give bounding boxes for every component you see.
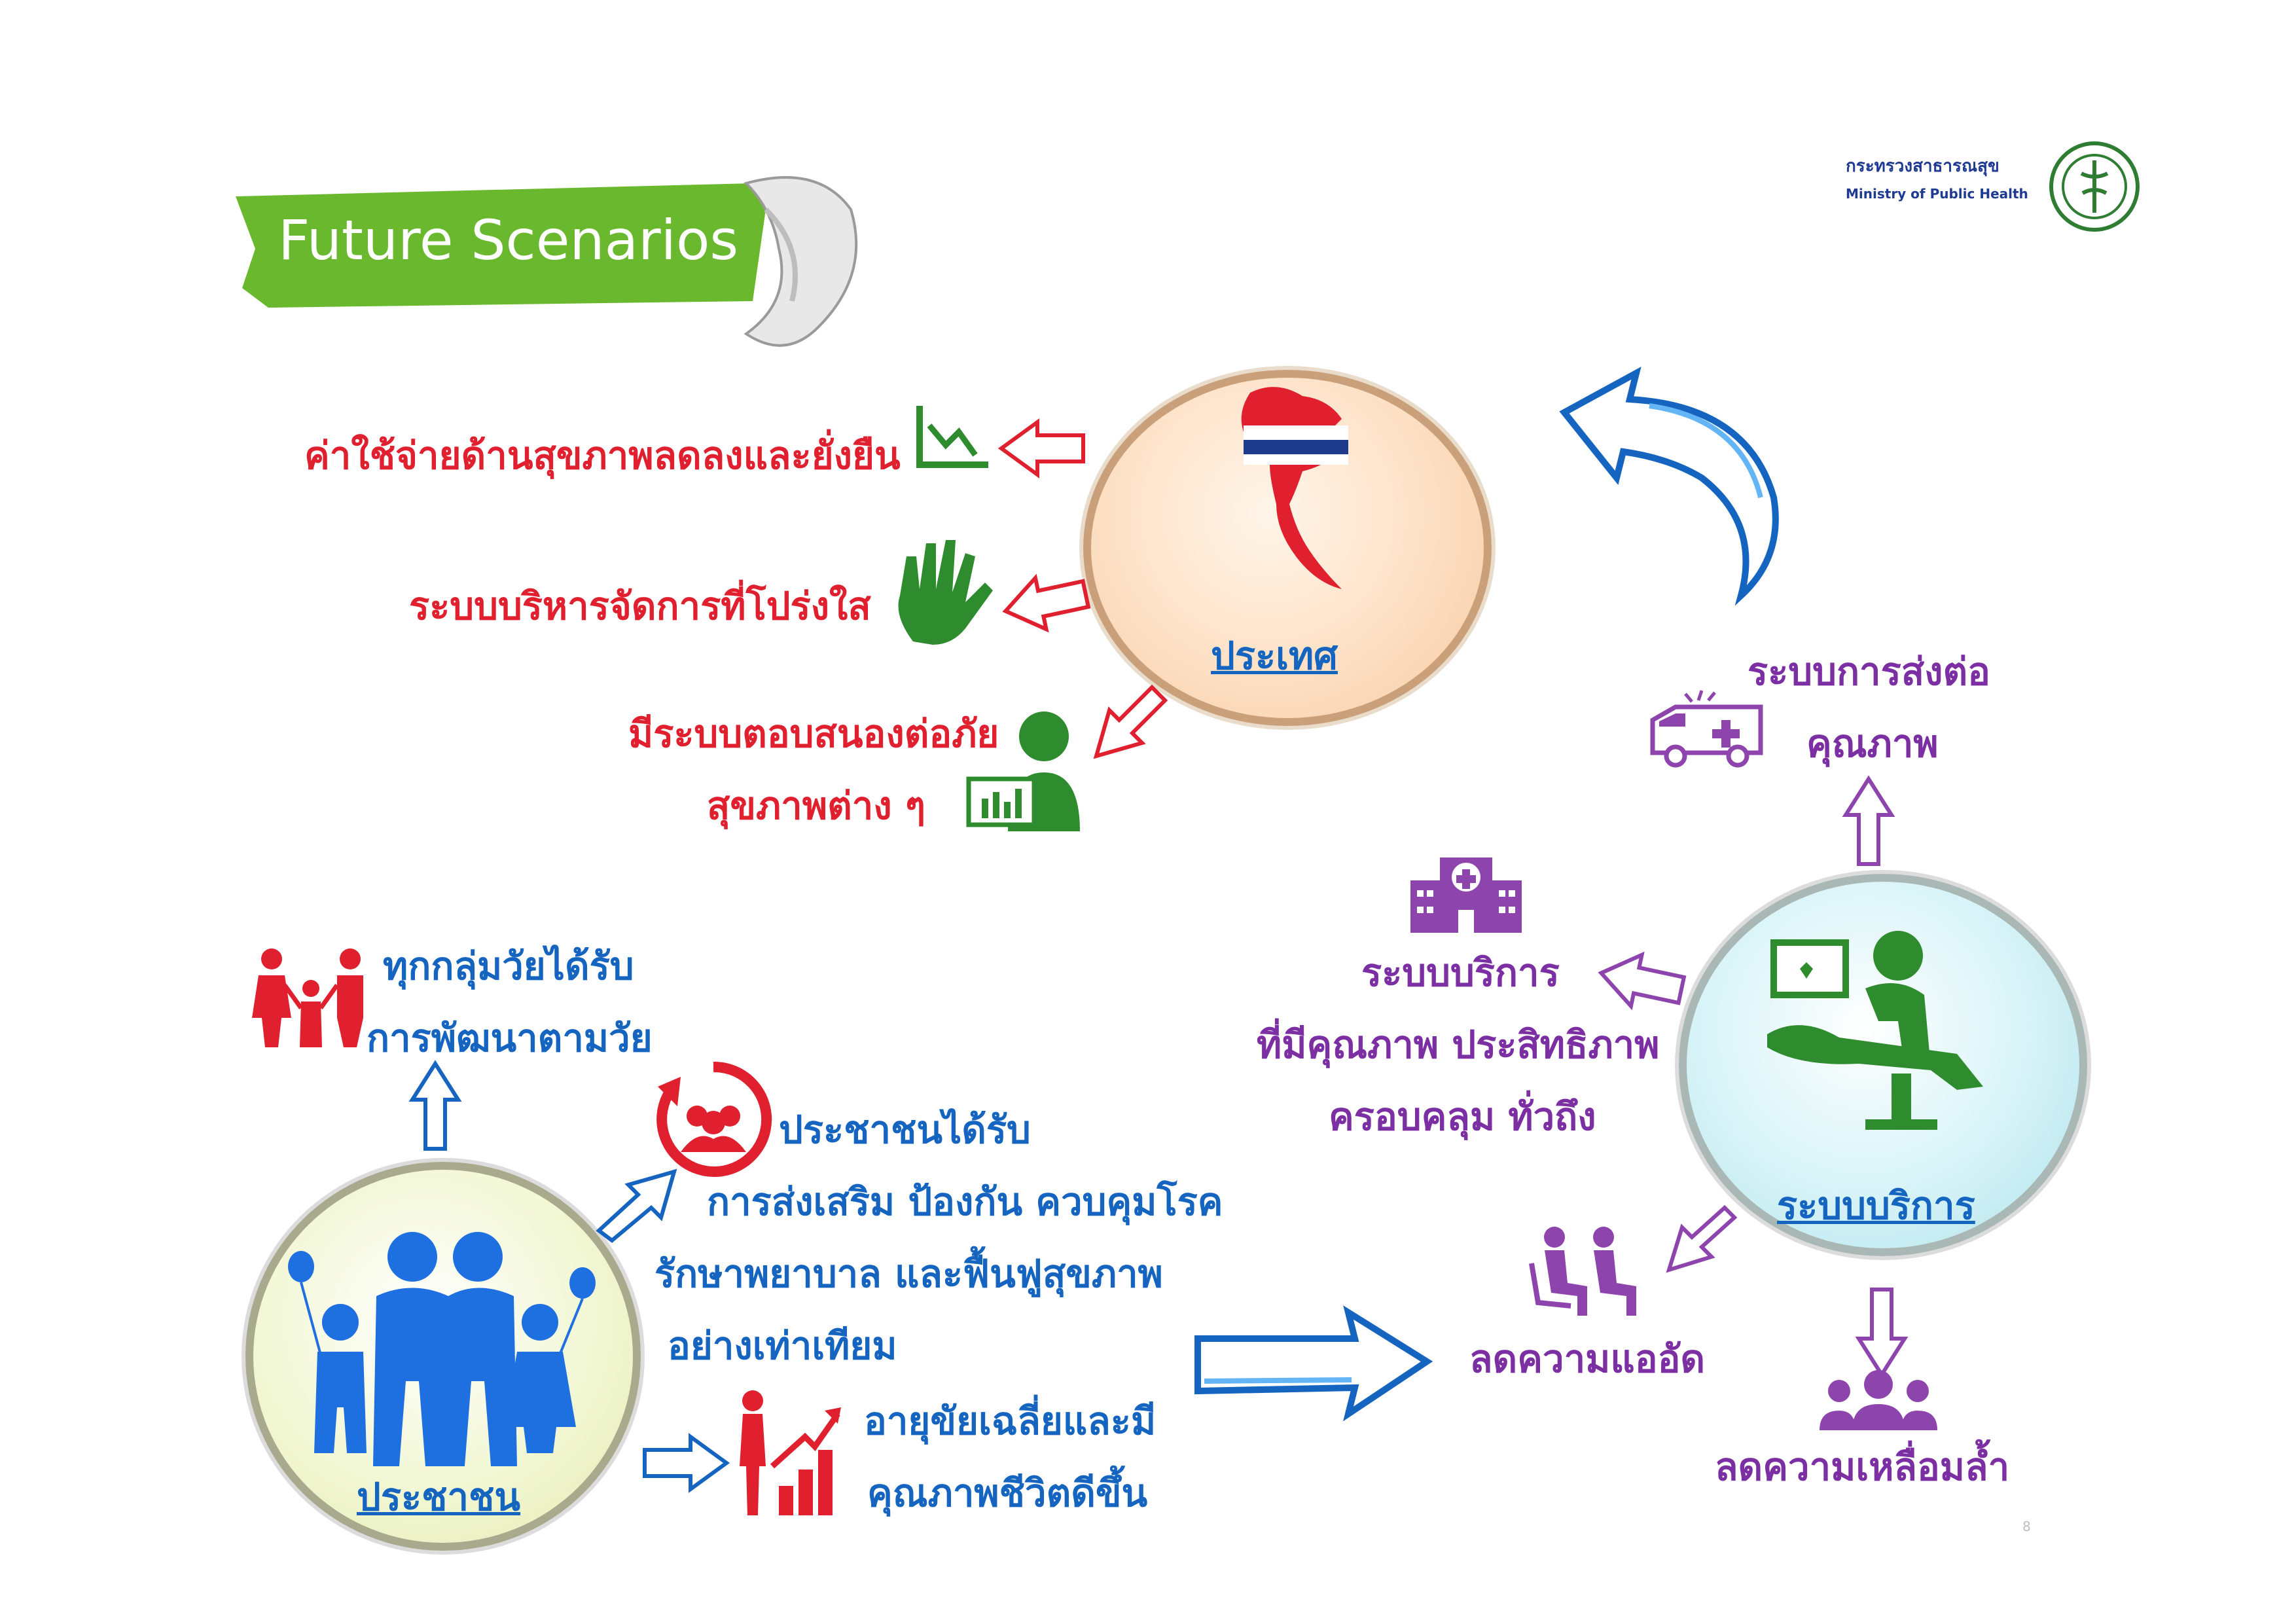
outcome-quality-line1: ระบบบริการ — [1361, 950, 1560, 995]
banner-shape — [236, 176, 858, 347]
ministry-seal-icon — [2049, 141, 2140, 232]
family-small-icon — [252, 948, 363, 1047]
outcome-cost-text: ค่าใช้จ่ายด้านสุขภาพลดลงและยั่งยืน — [304, 433, 901, 478]
thailand-map-icon — [1241, 387, 1348, 589]
people-label: ประชาชน — [357, 1475, 521, 1519]
patient-bed-icon — [1767, 931, 1983, 1130]
page-number: 8 — [2022, 1519, 2031, 1534]
arrow-to-age — [408, 1060, 462, 1151]
outcome-life-line2: คุณภาพชีวิตดีขึ้น — [867, 1471, 1148, 1515]
service-label: ระบบบริการ — [1777, 1183, 1975, 1228]
curved-arrow-icon — [1559, 367, 1779, 606]
ministry-name-th: กระทรวงสาธารณสุข — [1846, 156, 2000, 176]
growth-chart-icon — [740, 1390, 841, 1515]
outcome-response-line1: มีระบบตอบสนองต่อภัย — [628, 712, 999, 756]
outcome-promo-line3: รักษาพยาบาล และฟื้นฟูสุขภาพ — [655, 1252, 1163, 1296]
outcome-inequality-text: ลดความเหลื่อมล้ำ — [1715, 1445, 2010, 1489]
waiting-people-icon — [1529, 1227, 1636, 1316]
arrow-to-crowding — [1666, 1204, 1738, 1273]
person-monitor-icon — [966, 712, 1080, 831]
outcome-referral-line2: คุณภาพ — [1806, 721, 1939, 766]
outcome-governance-text: ระบบบริหารจัดการที่โปร่งใส — [409, 584, 871, 628]
hospital-icon — [1410, 857, 1522, 933]
banner-title: Future Scenarios — [278, 208, 739, 272]
ambulance-icon — [1650, 690, 1763, 768]
arrow-to-governance — [1002, 573, 1091, 633]
outcome-age-line1: ทุกกลุ่มวัยได้รับ — [383, 944, 634, 988]
arrow-to-promo — [596, 1168, 677, 1243]
big-arrow-icon — [1194, 1305, 1433, 1422]
outcome-response-line2: สุขภาพต่าง ๆ — [707, 784, 925, 828]
arrow-to-response — [1093, 684, 1168, 759]
group-icon — [1820, 1370, 1937, 1430]
outcome-quality-line2: ที่มีคุณภาพ ประสิทธิภาพ — [1257, 1022, 1660, 1067]
family-icon — [288, 1232, 596, 1466]
arrow-to-inequality — [1855, 1288, 1909, 1379]
outcome-crowding-text: ลดความแออัด — [1469, 1337, 1706, 1381]
outcome-promo-line4: อย่างเท่าเทียม — [668, 1324, 897, 1368]
ministry-name-en: Ministry of Public Health — [1846, 186, 2028, 202]
outcome-life-line1: อายุขัยเฉลี่ยและมี — [864, 1399, 1157, 1443]
arrow-to-life — [643, 1433, 730, 1493]
outcome-quality-line3: ครอบคลุม ทั่วถึง — [1329, 1094, 1596, 1139]
hand-icon — [898, 540, 993, 645]
outcome-referral-line1: ระบบการส่งต่อ — [1748, 649, 1990, 694]
arrow-to-quality — [1598, 951, 1687, 1011]
arrow-to-cost — [997, 418, 1085, 478]
arrow-to-referral — [1842, 775, 1895, 866]
outcome-promo-line1: ประชาชนได้รับ — [779, 1108, 1031, 1152]
outcome-promo-line2: การส่งเสริม ป้องกัน ควบคุมโรค — [707, 1180, 1223, 1224]
chart-decline-icon — [916, 406, 988, 468]
country-label: ประเทศ — [1211, 634, 1338, 678]
outcome-age-line2: การพัฒนาตามวัย — [367, 1016, 653, 1060]
prevention-group-icon — [656, 1061, 772, 1177]
